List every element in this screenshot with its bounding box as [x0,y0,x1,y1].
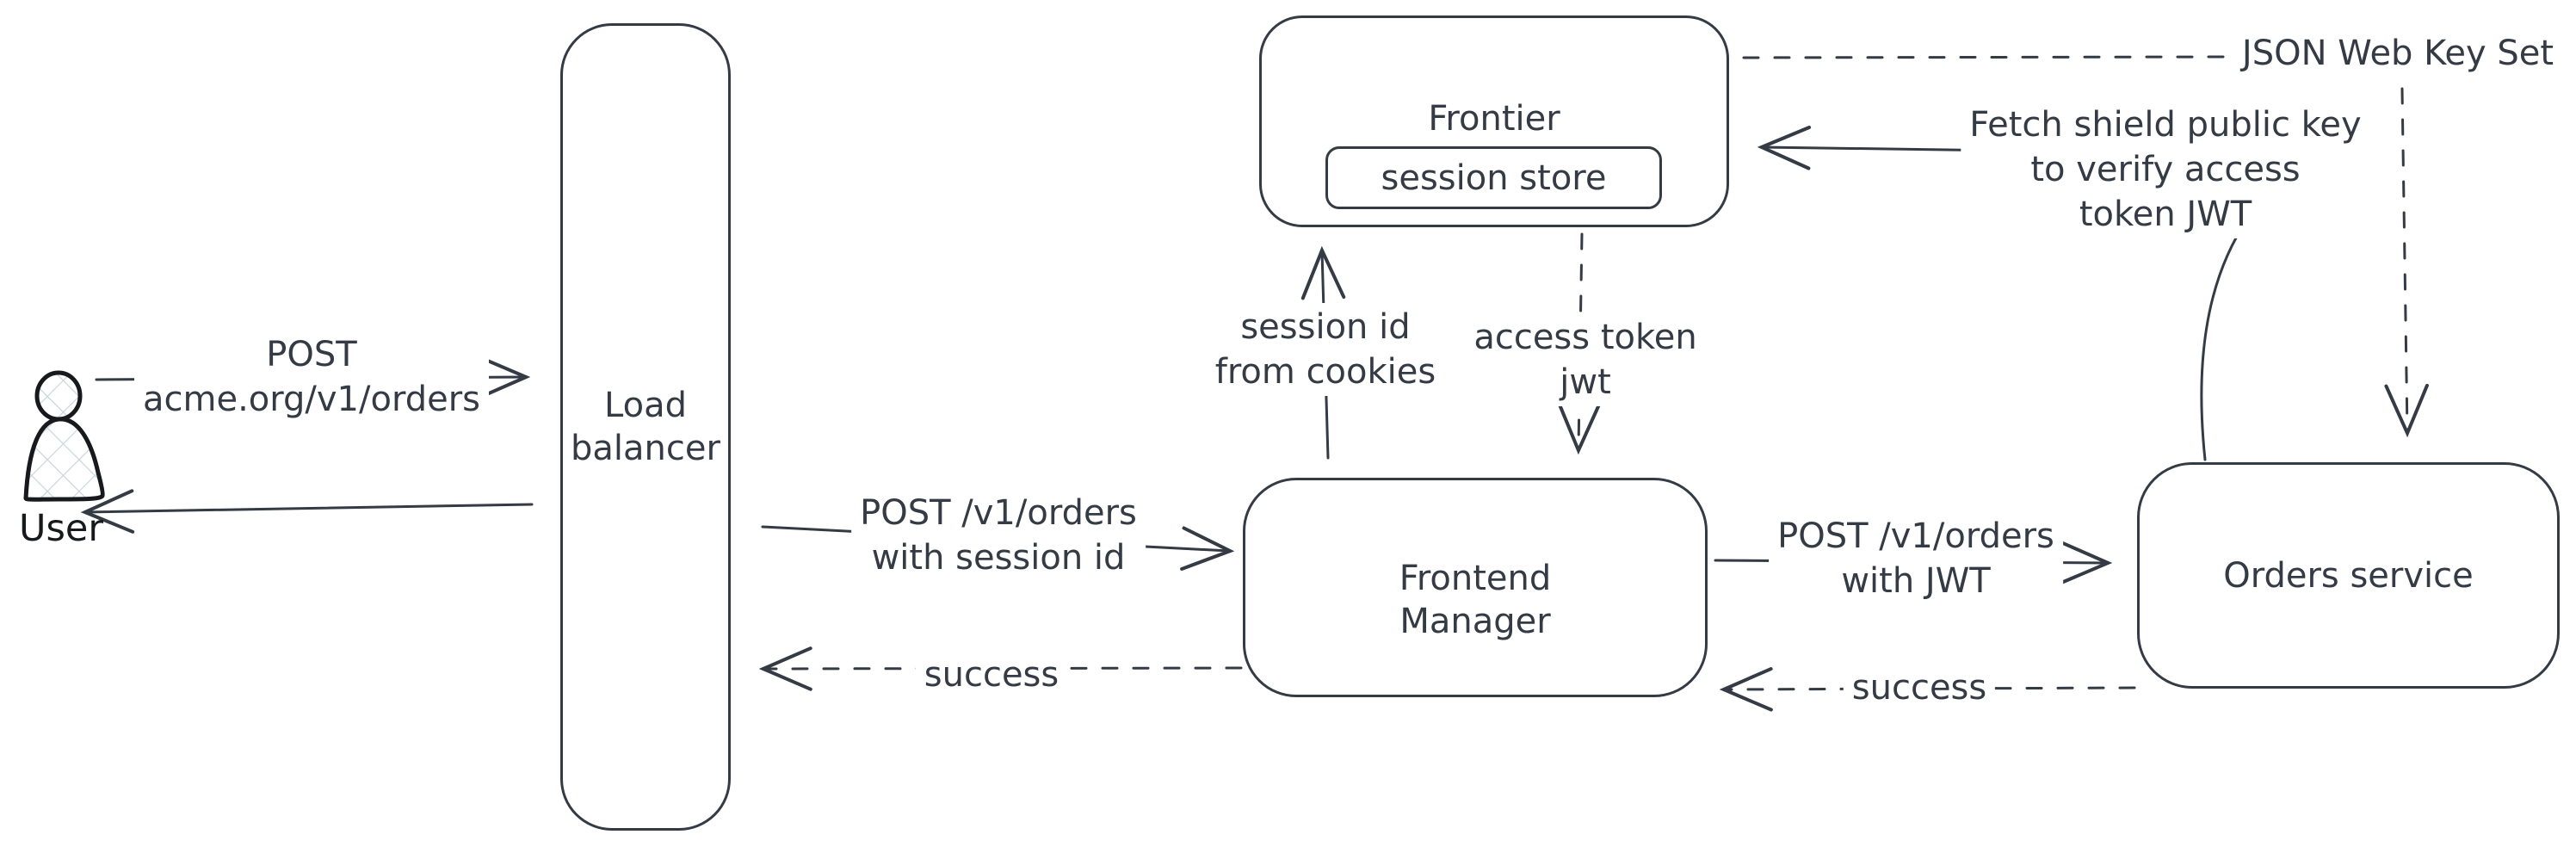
node-session-store: session store [1325,146,1662,209]
arrow-orders-service-to-frontend-manager-success [1719,667,2136,712]
arrow-load-balancer-to-user [80,489,534,534]
edge-label-post-orders-jwt: POST /v1/orders with JWT [1769,512,2063,605]
node-frontend-manager: Frontend Manager [1243,478,1708,697]
user-body [23,417,105,502]
edge-label-post-orders-session-id: POST /v1/orders with session id [851,489,1146,582]
edge-label-access-token-jwt: access token jwt [1465,313,1706,406]
node-orders-service: Orders service [2137,462,2560,689]
edge-label-json-web-key-set: JSON Web Key Set [2233,29,2563,77]
user-figure [23,370,105,502]
node-label-user: User [18,507,104,550]
edge-label-session-id-from-cookies: session id from cookies [1206,303,1445,396]
edge-label-fetch-shield-public-key: Fetch shield public key to verify access… [1961,101,2370,238]
node-label-session-store: session store [1381,158,1607,198]
edge-label-success-left: success [915,651,1068,699]
node-load-balancer: Load balancer [560,23,731,831]
node-label-frontier: Frontier [1428,99,1560,139]
user-head [34,370,83,422]
node-label-load-balancer: Load balancer [571,386,720,468]
line-frontier-to-jwks [1742,55,2233,59]
edge-label-success-right: success [1843,664,1996,712]
edge-label-post-acme-orders: POST acme.org/v1/orders [134,331,489,424]
arrow-jwks-to-orders-service [2384,87,2429,438]
node-label-frontend-manager: Frontend Manager [1399,558,1552,641]
node-label-orders-service: Orders service [2223,555,2474,596]
